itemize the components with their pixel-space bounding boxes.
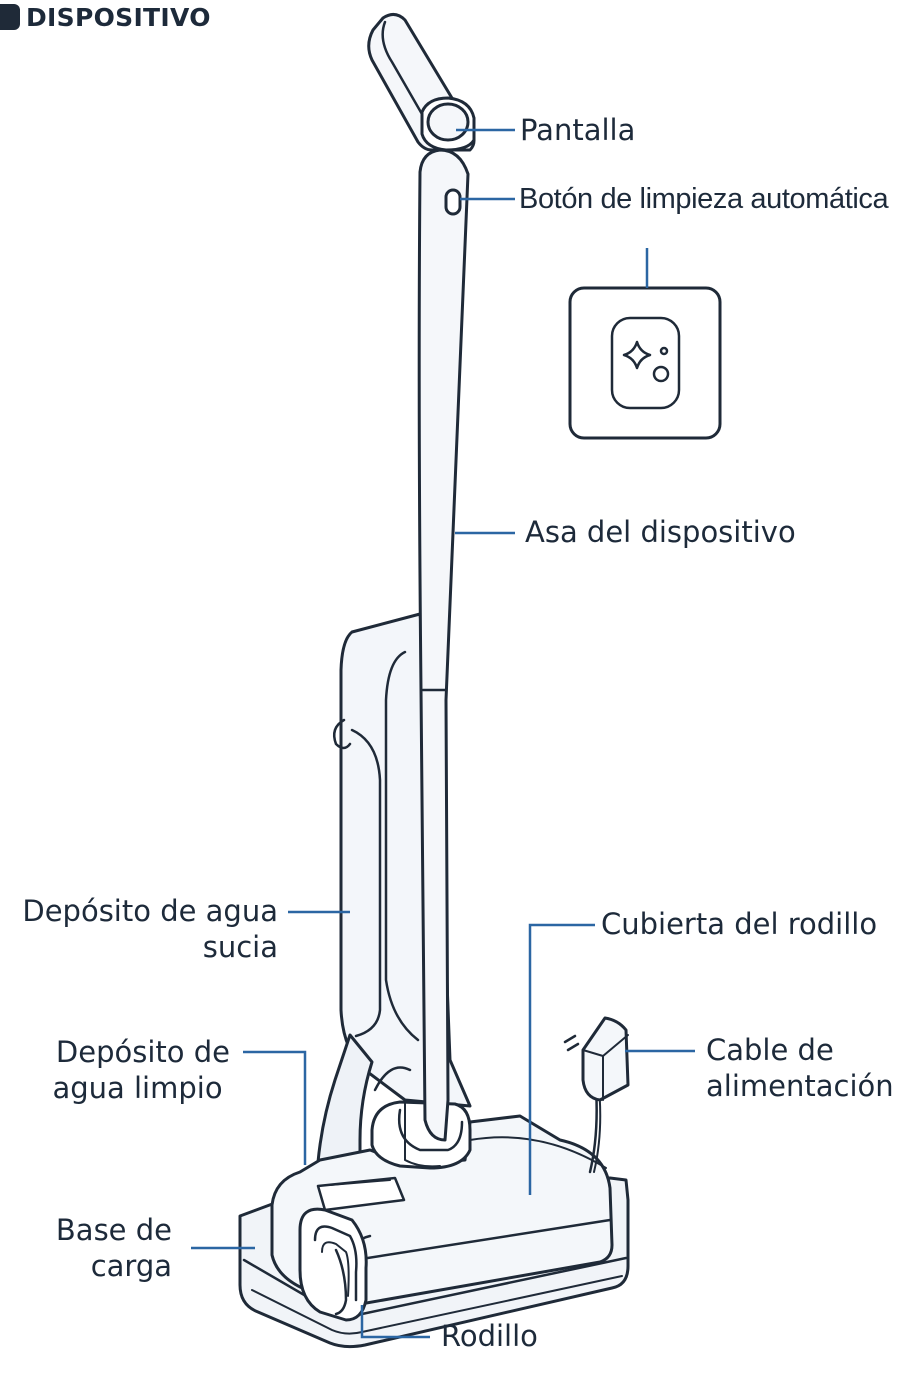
roller — [298, 1207, 368, 1322]
label-rodillo: Rodillo — [441, 1319, 538, 1353]
label-base-line1: Base de — [55, 1213, 172, 1247]
label-deposito-sucia-line1: Depósito de agua — [22, 894, 278, 928]
label-asa: Asa del dispositivo — [525, 515, 796, 549]
clean-water-tank — [316, 1033, 412, 1164]
auto-clean-button — [444, 188, 462, 216]
label-base-line2: carga — [90, 1249, 172, 1283]
leader-cubierta — [528, 923, 595, 1195]
section-title: DISPOSITIVO — [26, 2, 211, 32]
label-boton-limpieza: Botón de limpieza automática — [519, 183, 889, 215]
section-header: DISPOSITIVO — [0, 0, 211, 34]
display-unit — [420, 96, 476, 152]
button-zoom-panel — [568, 286, 722, 440]
leader-rodillo — [360, 1305, 430, 1339]
label-cubierta-rodillo: Cubierta del rodillo — [601, 907, 878, 941]
label-deposito-sucia-line2: sucia — [202, 930, 278, 964]
label-pantalla: Pantalla — [520, 113, 636, 147]
label-cable-line1: Cable de — [706, 1033, 834, 1067]
label-deposito-limpio-line2: agua limpio — [52, 1071, 223, 1105]
handle-joint — [370, 1099, 472, 1170]
dirty-water-tank — [333, 612, 472, 1108]
header-marker — [0, 4, 20, 30]
power-cable — [563, 1016, 630, 1174]
label-cable-line2: alimentación — [706, 1069, 894, 1103]
leader-deposito-limpio — [243, 1050, 307, 1165]
sparkle-clean-icon — [622, 340, 670, 383]
label-deposito-limpio-line1: Depósito de — [55, 1035, 230, 1069]
leader-lines — [191, 128, 695, 1339]
